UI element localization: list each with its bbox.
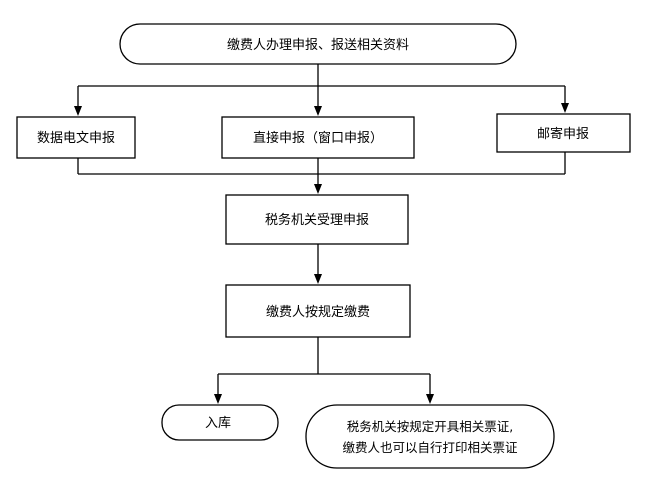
end-storage-label: 入库 — [205, 415, 231, 431]
arrow-to-electronic — [74, 106, 82, 116]
arrow-to-accept — [314, 184, 322, 194]
arrow-to-storage — [214, 394, 222, 404]
pay-node-label: 缴费人按规定缴费 — [266, 305, 370, 320]
arrow-to-window — [314, 106, 322, 116]
accept-node-label: 税务机关受理申报 — [265, 212, 369, 228]
arrowheads — [74, 103, 569, 404]
end-receipt-label-line2: 缴费人也可以自行打印相关票证 — [342, 440, 518, 455]
arrow-to-pay — [314, 274, 322, 284]
pay-node: 缴费人按规定缴费 — [225, 284, 411, 338]
accept-node: 税务机关受理申报 — [225, 194, 409, 245]
start-node: 缴费人办理申报、报送相关资料 — [119, 23, 517, 65]
channel-window-label: 直接申报（窗口申报） — [253, 130, 383, 146]
channel-electronic-node: 数据电文申报 — [16, 116, 136, 159]
arrow-to-mail — [561, 103, 569, 113]
end-storage-node: 入库 — [161, 404, 279, 441]
channel-electronic-label: 数据电文申报 — [37, 131, 115, 146]
end-receipt-node: 税务机关按规定开具相关票证, 缴费人也可以自行打印相关票证 — [305, 404, 555, 469]
arrow-to-receipt — [426, 394, 434, 404]
channel-window-node: 直接申报（窗口申报） — [221, 116, 415, 159]
end-receipt-label-line1: 税务机关按规定开具相关票证, — [347, 419, 513, 434]
channel-mail-label: 邮寄申报 — [537, 126, 589, 142]
start-node-label: 缴费人办理申报、报送相关资料 — [227, 38, 409, 53]
channel-mail-node: 邮寄申报 — [496, 113, 631, 153]
